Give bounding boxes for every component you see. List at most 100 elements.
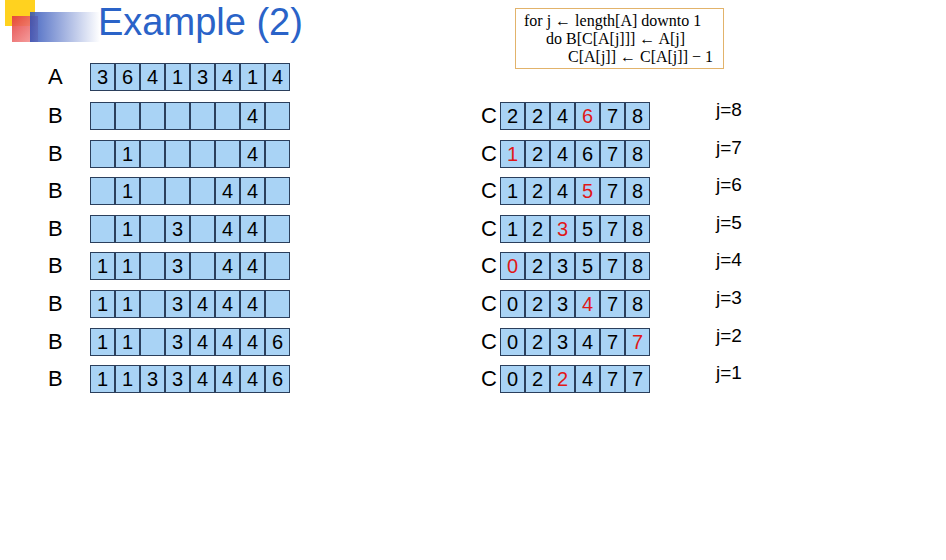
array-cell: 7 — [600, 290, 625, 318]
empty-array-cell — [90, 177, 115, 205]
cell-value: 2 — [526, 291, 549, 317]
cell-value: 4 — [191, 366, 214, 392]
cell-value: 3 — [166, 366, 189, 392]
cell-value: 3 — [551, 329, 574, 355]
array-cell: 8 — [625, 290, 650, 318]
cell-value: 1 — [116, 178, 139, 204]
array-cell: 3 — [550, 252, 575, 280]
cell-value: 1 — [91, 253, 114, 279]
array-cell: 2 — [525, 215, 550, 243]
cell-value: 4 — [551, 103, 574, 129]
cell-value: 7 — [601, 253, 624, 279]
array-cell: 4 — [240, 215, 265, 243]
empty-array-cell — [265, 252, 290, 280]
cell-value: 7 — [601, 103, 624, 129]
cell-value: 4 — [241, 329, 264, 355]
array-cell: 1 — [115, 365, 140, 393]
array-cell: 4 — [190, 365, 215, 393]
array-cell: 0 — [500, 252, 525, 280]
array-cell: 4 — [215, 63, 240, 91]
array-cell: 4 — [215, 328, 240, 356]
array-name: C — [481, 365, 497, 393]
array-cell: 3 — [165, 290, 190, 318]
array-cell: 4 — [215, 290, 240, 318]
array-cell: 6 — [115, 63, 140, 91]
cell-value: 2 — [551, 366, 574, 392]
array-cell: 4 — [215, 252, 240, 280]
cell-value: 1 — [501, 178, 524, 204]
cell-value: 3 — [166, 216, 189, 242]
cell-value: 4 — [216, 253, 239, 279]
cell-value: 4 — [241, 141, 264, 167]
empty-array-cell — [265, 290, 290, 318]
array-cell: 4 — [240, 177, 265, 205]
array-name: C — [481, 328, 497, 356]
array-cell: 3 — [550, 290, 575, 318]
cell-value: 3 — [551, 253, 574, 279]
array-cell: 6 — [265, 365, 290, 393]
array-cell: 4 — [190, 290, 215, 318]
cell-value: 0 — [501, 253, 524, 279]
empty-array-cell — [190, 215, 215, 243]
array-cell: 1 — [115, 140, 140, 168]
empty-array-cell — [190, 177, 215, 205]
array-cell: 5 — [575, 177, 600, 205]
cell-value: 4 — [241, 216, 264, 242]
empty-array-cell — [140, 290, 165, 318]
array-name: C — [481, 140, 497, 168]
cell-value: 4 — [216, 64, 239, 90]
array-name: B — [48, 102, 63, 130]
cell-value: 7 — [626, 329, 649, 355]
array-cell: 8 — [625, 252, 650, 280]
cell-value: 1 — [116, 291, 139, 317]
cell-value: 7 — [626, 366, 649, 392]
array-cell: 1 — [115, 215, 140, 243]
array-name: B — [48, 215, 63, 243]
cell-value: 4 — [216, 366, 239, 392]
empty-array-cell — [265, 102, 290, 130]
cell-value: 7 — [601, 178, 624, 204]
array-name: C — [481, 177, 497, 205]
array-cell: 4 — [240, 328, 265, 356]
array-cell: 4 — [575, 290, 600, 318]
cell-value: 3 — [191, 64, 214, 90]
iteration-label: j=6 — [716, 171, 742, 199]
array-cell: 3 — [140, 365, 165, 393]
cell-value: 4 — [191, 291, 214, 317]
array-name: B — [48, 140, 63, 168]
cell-value: 6 — [116, 64, 139, 90]
array-name: B — [48, 290, 63, 318]
array-cell: 2 — [525, 365, 550, 393]
array-cell: 1 — [90, 290, 115, 318]
blue-bar — [30, 12, 100, 42]
array-cell: 7 — [600, 140, 625, 168]
array-cell: 1 — [115, 328, 140, 356]
cell-value: 2 — [526, 216, 549, 242]
cell-value: 7 — [601, 291, 624, 317]
empty-array-cell — [140, 102, 165, 130]
array-cell: 1 — [115, 177, 140, 205]
array-cell: 1 — [500, 177, 525, 205]
array-cell: 1 — [500, 215, 525, 243]
iteration-label: j=7 — [716, 134, 742, 162]
array-cell: 2 — [500, 102, 525, 130]
array-cell: 7 — [600, 252, 625, 280]
cell-value: 1 — [91, 291, 114, 317]
array-cell: 4 — [550, 102, 575, 130]
cell-value: 1 — [501, 141, 524, 167]
array-cell: 1 — [90, 328, 115, 356]
cell-value: 4 — [216, 178, 239, 204]
iteration-label: j=5 — [716, 209, 742, 237]
array-cell: 7 — [600, 102, 625, 130]
array-cell: 8 — [625, 102, 650, 130]
iteration-label: j=4 — [716, 246, 742, 274]
array-cell: 7 — [600, 177, 625, 205]
code-line: do B[C[A[j]]] ← A[j] — [524, 30, 685, 47]
cell-value: 5 — [576, 216, 599, 242]
array-cell: 4 — [265, 63, 290, 91]
array-cell: 5 — [575, 252, 600, 280]
array-name: B — [48, 328, 63, 356]
array-cell: 4 — [550, 177, 575, 205]
array-cell: 0 — [500, 365, 525, 393]
array-cell: 3 — [165, 252, 190, 280]
